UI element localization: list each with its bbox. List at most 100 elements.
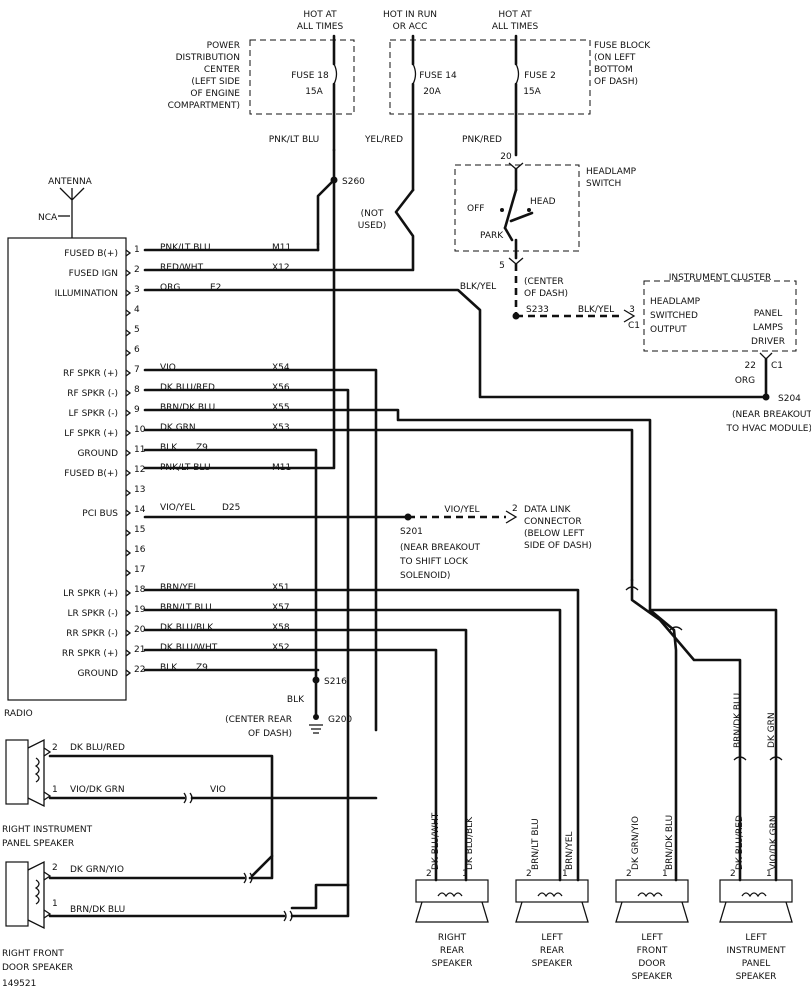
fuse-2: FUSE 2 15A [514,34,556,157]
radio-pin-label: RR SPKR (-) [66,629,118,639]
speaker-wire1: VIO/DK GRN [769,815,779,870]
radio-wire-circuit: X12 [272,263,290,273]
rip-label-b: PANEL SPEAKER [2,839,74,849]
fuse-block-line: BOTTOM [594,65,633,75]
wire-yel-red [143,188,415,272]
headlamp-title-b: SWITCH [586,179,621,189]
radio-pin-number: 14 [134,505,146,515]
s201-note: (NEAR BREAKOUT [400,543,481,553]
speaker-label: PANEL [742,959,770,969]
connector-icon [125,369,132,377]
instrument-cluster: INSTRUMENT CLUSTER HEADLAMP SWITCHED OUT… [643,273,797,352]
connector-icon [125,269,132,277]
hot-in-run-b: OR ACC [393,22,428,32]
radio-pin-label: RF SPKR (-) [67,389,118,399]
pin-5-label: 5 [499,261,505,271]
fuse-block-line: (ON LEFT [594,53,636,63]
fuse-14: FUSE 14 20A [411,34,457,192]
radio-wire-color: ORG [160,283,180,293]
cluster-left: HEADLAMP [650,297,701,307]
radio-wire-color: BRN/LT BLU [160,603,212,613]
radio-wire-circuit: X51 [272,583,290,593]
radio-pin: 6 [125,345,140,357]
speaker-pin1: 1 [766,869,772,879]
radio-pin-label: LF SPKR (+) [64,429,118,439]
connector-icon [125,409,132,417]
radio-pin-number: 4 [134,305,140,315]
switch-park: PARK [480,231,504,241]
rip-w1: VIO/DK GRN [70,785,125,795]
connector-icon [125,309,132,317]
g200-note-b: OF DASH) [248,729,292,739]
radio-wire-circuit: M11 [272,243,291,253]
speaker-pin1: 1 [462,869,468,879]
radio-pin-number: 19 [134,605,146,615]
wire-pnk-red-top: PNK/RED [462,135,502,145]
wire-rfd-1 [48,883,350,918]
radio-pin-label: GROUND [77,449,118,459]
radio-pin-label: LR SPKR (+) [63,589,118,599]
s233-label: S233 [526,305,549,315]
wire-org: ORG [735,376,755,386]
radio-pin: 4 [125,305,140,317]
center-of-dash-b: OF DASH) [524,289,568,299]
s216-label: S216 [324,677,347,687]
connector-icon [125,449,132,457]
antenna-icon: ANTENNA NCA [38,177,93,238]
speaker-label: LEFT [641,933,663,943]
cluster-right: PANEL [754,309,782,319]
fuse-2-amps: 15A [523,87,541,97]
radio-pin-label: ILLUMINATION [55,289,118,299]
right-front-door-speaker: 2 1 DK GRN/YIO BRN/DK BLU RIGHT FRONT DO… [2,860,125,989]
radio-wire-circuit: D25 [222,503,240,513]
cluster-left-c: OUTPUT [650,325,687,335]
radio-wire-circuit: X56 [272,383,290,393]
radio-pin-number: 18 [134,585,146,595]
speaker-label: INSTRUMENT [726,946,786,956]
radio-pin: 17 [125,565,145,577]
radio-pin: 16 [125,545,146,557]
data-link-label-c: (BELOW LEFT [524,529,585,539]
radio-wire-circuit: X52 [272,643,290,653]
wire-dk-grn-right [648,608,778,882]
figure-number: 149521 [2,979,36,989]
connector-icon [125,349,132,357]
connector-icon [125,649,132,657]
g200-label: G200 [328,715,352,725]
connector-icon [125,249,132,257]
pdc-line: POWER [207,41,240,51]
fuse-block-label: FUSE BLOCK (ON LEFT BOTTOM OF DASH) [594,41,651,87]
wire-blk-yel-2: BLK/YEL [578,305,614,315]
dk-grn-right: DK GRN [767,712,777,748]
radio-pin-number: 11 [134,445,145,455]
not-used-label-b: USED) [358,221,386,231]
radio-pin-number: 5 [134,325,140,335]
cluster-right-b: LAMPS [753,323,784,333]
fuse-block-line: FUSE BLOCK [594,41,651,51]
s201-note-c: SOLENOID) [400,571,450,581]
headlamp-switch: 20 HEADLAMP SWITCH OFF HEAD PARK [454,152,637,265]
radio-wire-circuit: X57 [272,603,290,613]
g200-note: (CENTER REAR [225,715,292,725]
rfd-pin2: 2 [52,863,58,873]
radio-wire-color: DK GRN [160,423,196,433]
not-used-label: (NOT [361,209,384,219]
hot-in-run: HOT IN RUN [383,10,437,20]
speaker-label: SPEAKER [432,959,473,969]
radio-pin-number: 20 [134,625,146,635]
radio-pin-number: 17 [134,565,145,575]
cluster-left-b: SWITCHED [650,311,698,321]
hot-at-all-times-2: HOT AT [498,10,532,20]
radio-wire-circuit: X55 [272,403,290,413]
wire-yel-red-top: YEL/RED [364,135,403,145]
connector-icon [125,469,132,477]
